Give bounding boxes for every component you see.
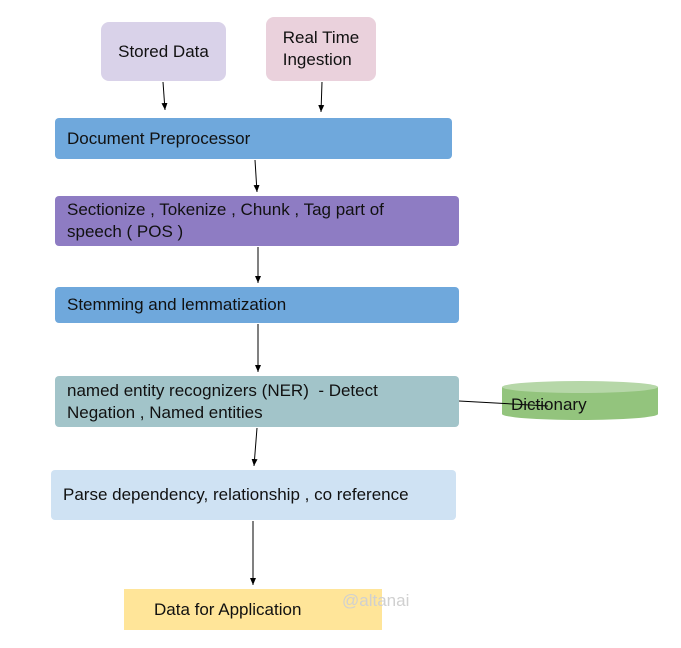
ner-node: named entity recognizers (NER) - Detect … (55, 376, 459, 427)
arrow-realtime-to-preprocessor (318, 81, 325, 113)
stemming-node: Stemming and lemmatization (55, 287, 459, 323)
document-preprocessor-label: Document Preprocessor (67, 128, 251, 148)
connector-ner-to-dictionary (458, 400, 549, 407)
stemming-label: Stemming and lemmatization (67, 295, 287, 314)
arrow-stored-to-preprocessor (161, 81, 168, 111)
data-for-application-label: Data for Application (154, 599, 302, 619)
dictionary-label: Dictionary (511, 395, 587, 414)
sectionize-label-line1: Sectionize , Tokenize , Chunk , Tag part… (67, 200, 384, 219)
stored-data-node: Stored Data (101, 22, 226, 81)
dictionary-database (502, 381, 658, 420)
parse-node: Parse dependency, relationship , co refe… (51, 470, 456, 520)
real-time-ingestion-node: Real Time Ingestion (266, 17, 376, 81)
ner-label-line2: Negation , Named entities (67, 402, 263, 422)
real-time-label-line2: Ingestion (282, 50, 352, 69)
sectionize-label-line2: speech ( POS ) (67, 222, 184, 241)
arrow-preprocessor-to-sectionize (253, 159, 260, 193)
parse-label: Parse dependency, relationship , co refe… (63, 485, 409, 504)
watermark: @altanai (342, 591, 410, 610)
stored-data-label: Stored Data (118, 41, 209, 61)
sectionize-node: Sectionize , Tokenize , Chunk , Tag part… (55, 196, 459, 246)
ner-label-line1: named entity recognizers (NER) - Detect (67, 380, 378, 400)
document-preprocessor-node: Document Preprocessor (55, 118, 452, 159)
real-time-label-line1: Real Time (282, 28, 360, 47)
arrow-ner-to-parse (251, 427, 258, 467)
data-for-application-node: Data for Application (124, 589, 382, 630)
